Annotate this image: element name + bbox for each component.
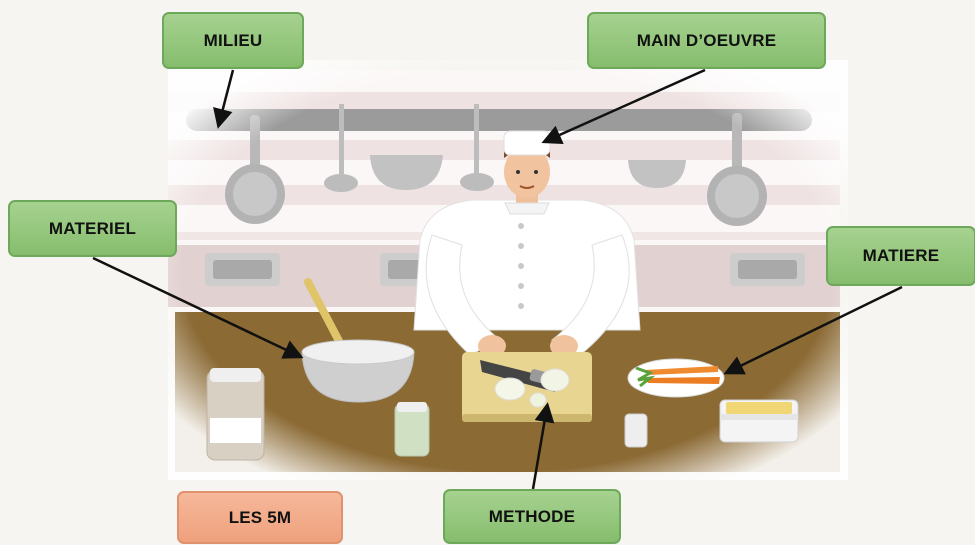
arrow-milieu xyxy=(213,69,235,129)
arrow-methode xyxy=(531,402,555,490)
chef xyxy=(413,130,641,357)
arrows xyxy=(92,68,903,490)
arrow-main-oeuvre xyxy=(541,68,706,145)
label-materiel: MATERIEL xyxy=(8,200,177,257)
cutting-board xyxy=(462,352,592,422)
arrow-matiere xyxy=(723,285,903,375)
label-methode: METHODE xyxy=(443,489,621,544)
label-matiere: MATIERE xyxy=(826,226,975,286)
jars xyxy=(206,368,648,461)
butter-dish xyxy=(719,399,799,443)
carrot-plate xyxy=(627,358,725,398)
mixing-bowl xyxy=(301,278,415,403)
label-main-oeuvre: MAIN D’OEUVRE xyxy=(587,12,826,69)
arrow-materiel xyxy=(92,256,304,359)
title-les-5m: LES 5M xyxy=(177,491,343,544)
label-milieu: MILIEU xyxy=(162,12,304,69)
